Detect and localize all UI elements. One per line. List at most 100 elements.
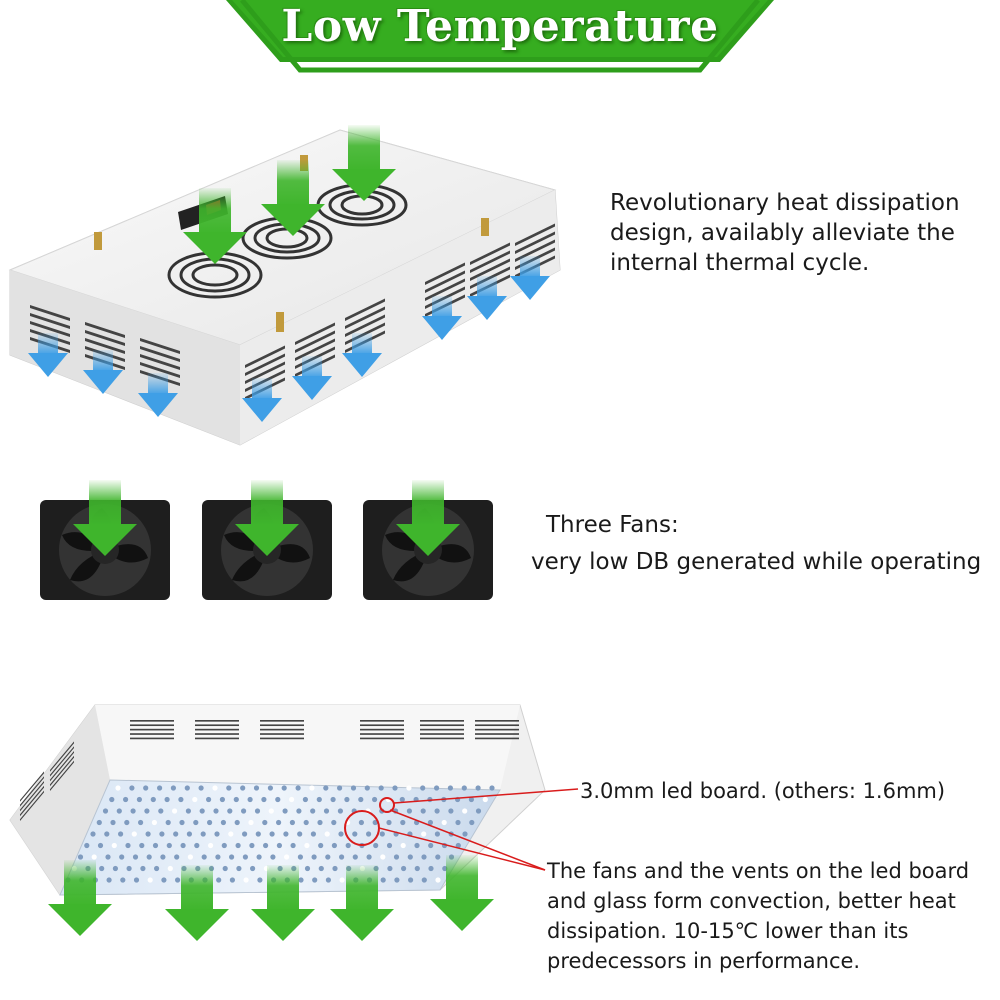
- led-chip: [275, 796, 281, 803]
- led-chip: [302, 796, 308, 803]
- led-chip: [350, 785, 357, 791]
- led-chip: [167, 865, 173, 872]
- led-chip: [366, 854, 372, 860]
- led-chip: [157, 785, 163, 791]
- led-chip: [145, 831, 151, 837]
- led-chip: [166, 842, 172, 849]
- led-chip: [250, 865, 256, 872]
- led-chip: [270, 854, 276, 860]
- led-chip: [256, 854, 262, 860]
- led-chip: [199, 808, 205, 814]
- led-chip: [144, 808, 150, 814]
- led-chip: [187, 854, 193, 860]
- led-chip: [116, 808, 122, 814]
- led-chip: [240, 785, 246, 791]
- led-chip: [242, 854, 248, 860]
- led-chip: [111, 842, 117, 849]
- led-chip: [393, 854, 400, 860]
- led-chip: [337, 808, 343, 814]
- led-chip: [262, 819, 268, 826]
- led-chip: [482, 796, 488, 803]
- led-chip: [147, 877, 153, 883]
- led-chip: [152, 842, 159, 849]
- led-chip: [241, 808, 247, 814]
- led-chip: [161, 877, 167, 883]
- housing-description: Revolutionary heat dissipation design, a…: [610, 190, 960, 276]
- led-chip: [386, 819, 392, 826]
- led-chip: [194, 842, 200, 849]
- led-chip: [434, 785, 440, 791]
- led-chip: [129, 785, 135, 791]
- led-chip: [164, 796, 170, 803]
- led-chip: [408, 877, 414, 883]
- led-chip: [358, 796, 364, 803]
- led-chip: [105, 854, 111, 860]
- led-chip: [297, 854, 303, 860]
- led-chip: [193, 819, 199, 826]
- led-chip: [441, 819, 447, 826]
- led-chip: [434, 808, 440, 814]
- led-chip: [165, 819, 171, 826]
- led-chip: [407, 854, 413, 860]
- led-chip: [133, 877, 140, 883]
- led-chip: [352, 831, 358, 837]
- led-chip: [115, 785, 121, 791]
- led-chip: [77, 854, 84, 860]
- led-chip: [132, 854, 139, 860]
- led-chip: [104, 831, 110, 837]
- led-chip: [414, 842, 420, 849]
- led-chip: [172, 808, 178, 814]
- led-chip: [310, 831, 316, 837]
- led-chip: [91, 854, 97, 860]
- led-chip: [96, 819, 102, 826]
- led-chip: [229, 877, 235, 883]
- led-chip: [394, 877, 400, 883]
- led-chip: [154, 865, 160, 872]
- led-board-view: [9, 704, 546, 941]
- led-chip: [222, 865, 228, 872]
- led-chip: [325, 854, 331, 860]
- led-chip: [428, 865, 434, 872]
- led-chip: [295, 785, 301, 791]
- led-chip: [358, 819, 364, 826]
- led-chip: [331, 842, 337, 849]
- led-chip: [186, 831, 192, 837]
- led-chip: [136, 796, 142, 803]
- led-chip: [311, 854, 317, 860]
- led-chip: [330, 796, 336, 803]
- led-chip: [303, 819, 309, 826]
- led-chip: [267, 785, 273, 791]
- led-chip: [276, 819, 282, 826]
- led-chip: [462, 808, 468, 814]
- led-chip: [296, 808, 302, 814]
- led-chip: [276, 842, 282, 849]
- led-chip: [212, 785, 218, 791]
- led-chip: [345, 842, 351, 849]
- led-chip: [216, 877, 222, 883]
- led-chip: [221, 842, 227, 849]
- led-chip: [126, 865, 132, 872]
- led-chip: [201, 854, 207, 860]
- led-chip: [309, 785, 315, 791]
- led-chip: [312, 877, 318, 883]
- led-chip: [380, 877, 386, 883]
- led-chip: [242, 831, 248, 837]
- led-chip: [170, 785, 176, 791]
- led-chip: [173, 831, 179, 837]
- led-chip: [434, 831, 440, 837]
- callouts: [344, 788, 579, 871]
- led-chip: [331, 819, 337, 826]
- led-chip: [268, 808, 274, 814]
- led-chip: [379, 831, 385, 837]
- led-chip: [159, 831, 165, 837]
- led-chip: [214, 831, 220, 837]
- led-chip: [372, 819, 378, 826]
- led-chip: [208, 842, 214, 849]
- led-chip: [109, 796, 115, 803]
- led-chip: [174, 854, 180, 860]
- page-title: Low Temperature: [281, 1, 719, 52]
- led-chip: [179, 819, 185, 826]
- title-banner: Low Temperature: [0, 0, 1000, 80]
- led-chip: [421, 854, 427, 860]
